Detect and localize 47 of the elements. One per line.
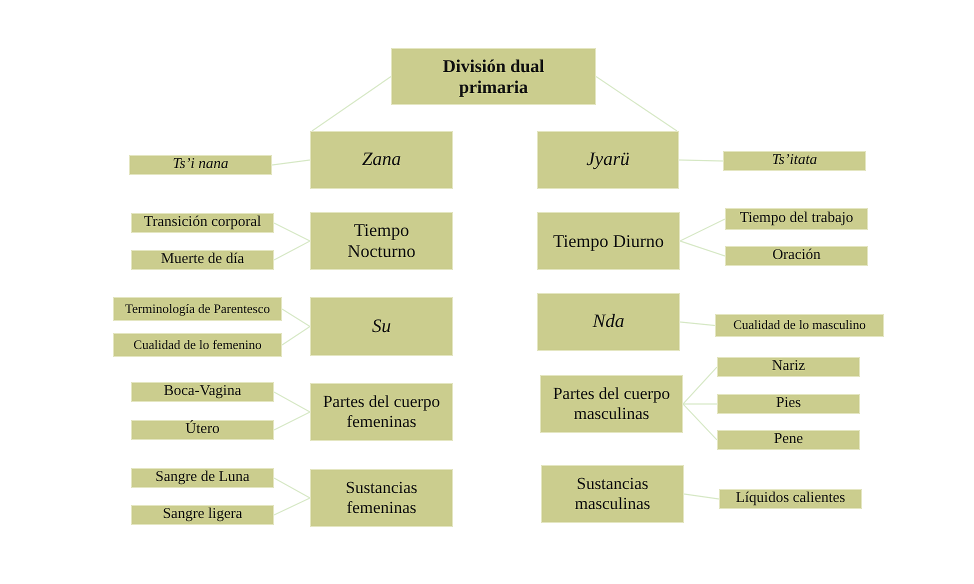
connector-line: [274, 477, 310, 499]
item-box: Ts’itata: [723, 151, 866, 171]
connector-line: [596, 76, 678, 132]
connector-line: [274, 222, 310, 242]
item-box: Líquidos calientes: [719, 489, 862, 509]
connector-line: [684, 493, 720, 500]
connector-line: [680, 240, 726, 257]
connector-line: [282, 308, 310, 327]
category-box: Nda: [537, 293, 680, 351]
category-box: Su: [310, 297, 453, 356]
item-box: Pene: [717, 430, 860, 450]
category-box: Partes del cuerpo masculinas: [540, 375, 683, 433]
title-box: División dual primaria: [391, 48, 596, 105]
item-box: Nariz: [717, 357, 860, 377]
item-box: Oración: [725, 246, 868, 266]
category-box: Jyarü: [537, 131, 679, 189]
connector-line: [680, 218, 726, 242]
connector-line: [682, 404, 718, 440]
connector-line: [274, 240, 310, 261]
category-box: Tiempo Nocturno: [310, 212, 453, 270]
item-box: Terminología de Parentesco: [113, 297, 282, 321]
item-box: Útero: [131, 420, 274, 440]
item-box: Muerte de día: [131, 250, 274, 270]
connector-line: [274, 497, 310, 516]
item-box: Cualidad de lo femenino: [113, 333, 282, 357]
item-box: Transición corporal: [131, 213, 274, 233]
category-box: Tiempo Diurno: [537, 212, 680, 270]
category-box: Zana: [310, 131, 453, 189]
connector-line: [680, 321, 716, 326]
connector-line: [683, 403, 717, 405]
item-box: Tiempo del trabajo: [725, 208, 868, 230]
connector-line: [274, 391, 310, 413]
item-box: Sangre ligera: [131, 505, 274, 525]
connector-line: [678, 159, 724, 162]
item-box: Pies: [717, 394, 860, 414]
item-box: Ts’i nana: [129, 155, 272, 175]
connector-line: [312, 76, 392, 132]
category-box: Partes del cuerpo femeninas: [310, 383, 453, 441]
connector-line: [274, 411, 310, 431]
connector-line: [282, 326, 310, 346]
item-box: Cualidad de lo masculino: [715, 314, 884, 337]
connector-line: [272, 159, 310, 166]
category-box: Sustancias masculinas: [541, 465, 684, 523]
category-box: Sustancias femeninas: [310, 469, 453, 527]
item-box: Sangre de Luna: [131, 468, 274, 488]
item-box: Boca-Vagina: [131, 382, 274, 402]
connector-line: [682, 366, 718, 404]
